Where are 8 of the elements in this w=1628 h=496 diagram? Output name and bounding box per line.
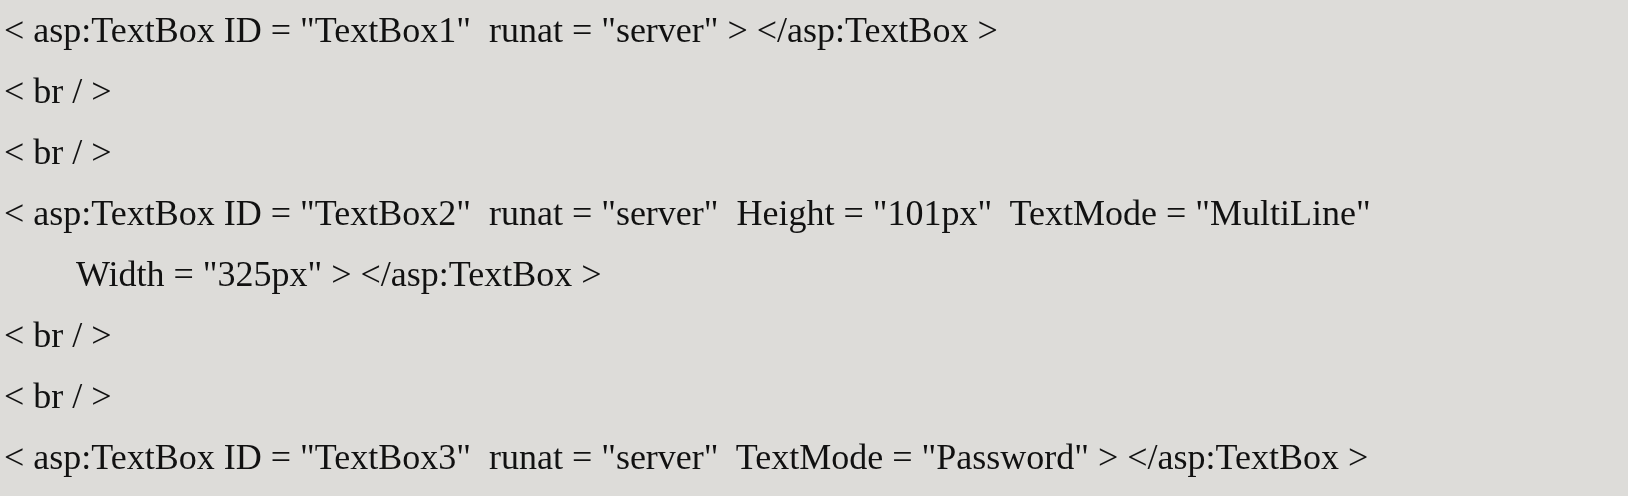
code-line: < br / > (4, 314, 112, 357)
code-line: < asp:TextBox ID = "TextBox3" runat = "server" TextMode = "Password" > </asp:TextBox > (4, 436, 1369, 479)
code-line: < br / > (4, 131, 112, 174)
code-line: < br / > (4, 375, 112, 418)
code-line: < br / > (4, 70, 112, 113)
code-line: < asp:TextBox ID = "TextBox1" runat = "server" > </asp:TextBox > (4, 9, 998, 52)
code-line: < asp:TextBox ID = "TextBox2" runat = "server" Height = "101px" TextMode = "MultiLine" (4, 192, 1371, 235)
code-line: Width = "325px" > </asp:TextBox > (76, 253, 602, 296)
